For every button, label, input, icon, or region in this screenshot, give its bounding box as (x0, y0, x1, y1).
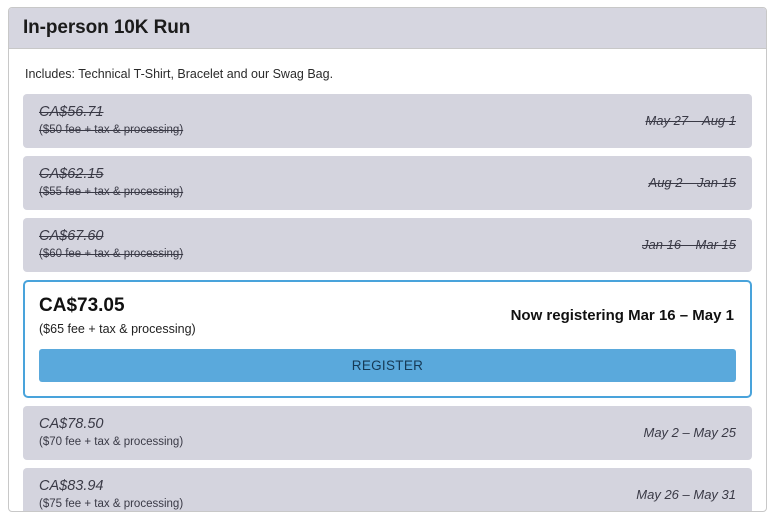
tier-fee-breakdown: ($60 fee + tax & processing) (39, 247, 184, 260)
tier-price: CA$83.94 (39, 478, 104, 495)
tier-fee-breakdown: ($50 fee + tax & processing) (39, 123, 184, 136)
tier-price-block: CA$78.50 ($70 fee + tax & processing) (39, 416, 183, 449)
tier-price: CA$73.05 (39, 295, 125, 316)
tier-price-block: CA$73.05 ($65 fee + tax & processing) (39, 295, 196, 336)
tier-fee-breakdown: ($75 fee + tax & processing) (39, 497, 184, 510)
tier-date-range: May 2 – May 25 (643, 425, 737, 441)
pricing-tier-row: CA$67.60 ($60 fee + tax & processing) Jan … (23, 218, 752, 272)
tier-price-block: CA$56.71 ($50 fee + tax & processing) (39, 104, 183, 137)
registration-card: In-person 10K Run Includes: Technical T-… (8, 7, 767, 512)
card-body: Includes: Technical T-Shirt, Bracelet an… (9, 49, 766, 511)
pricing-tier-row: CA$62.15 ($55 fee + tax & processing) Aug … (23, 156, 752, 210)
tier-price: CA$62.15 (39, 166, 104, 183)
tier-date-range: Now registering Mar 16 – May 1 (510, 307, 734, 325)
tier-fee-breakdown: ($55 fee + tax & processing) (39, 185, 184, 198)
tier-fee-breakdown: ($70 fee + tax & processing) (39, 435, 184, 448)
includes-description: Includes: Technical T-Shirt, Bracelet an… (25, 67, 334, 81)
tier-price: CA$78.50 (39, 416, 104, 433)
pricing-tier-row: CA$78.50 ($70 fee + tax & processing) May … (23, 406, 752, 461)
page-title: In-person 10K Run (23, 17, 191, 38)
tier-price-block: CA$83.94 ($75 fee + tax & processing) (39, 478, 183, 511)
card-header: In-person 10K Run (9, 8, 766, 49)
pricing-tier-row: CA$56.71 ($50 fee + tax & processing) May … (23, 94, 752, 148)
tier-date-range: May 27 – Aug 1 (645, 113, 736, 128)
tier-date-range: Jan 16 – Mar 15 (642, 237, 736, 252)
tier-price: CA$67.60 (39, 228, 104, 245)
pricing-tier-list: CA$56.71 ($50 fee + tax & processing) May … (23, 94, 752, 511)
tier-fee-breakdown: ($65 fee + tax & processing) (39, 321, 196, 336)
tier-price: CA$56.71 (39, 104, 104, 121)
register-button[interactable]: REGISTER (39, 349, 736, 383)
tier-price-block: CA$67.60 ($60 fee + tax & processing) (39, 228, 183, 261)
tier-date-range: May 26 – May 31 (636, 487, 736, 503)
tier-date-range: Aug 2 – Jan 15 (648, 175, 736, 190)
pricing-tier-row[interactable]: CA$73.05 ($65 fee + tax & processing) Now … (23, 280, 752, 399)
pricing-tier-row: CA$83.94 ($75 fee + tax & processing) May … (23, 468, 752, 511)
tier-price-block: CA$62.15 ($55 fee + tax & processing) (39, 166, 183, 199)
active-tier-summary: CA$73.05 ($65 fee + tax & processing) Now … (39, 295, 736, 336)
